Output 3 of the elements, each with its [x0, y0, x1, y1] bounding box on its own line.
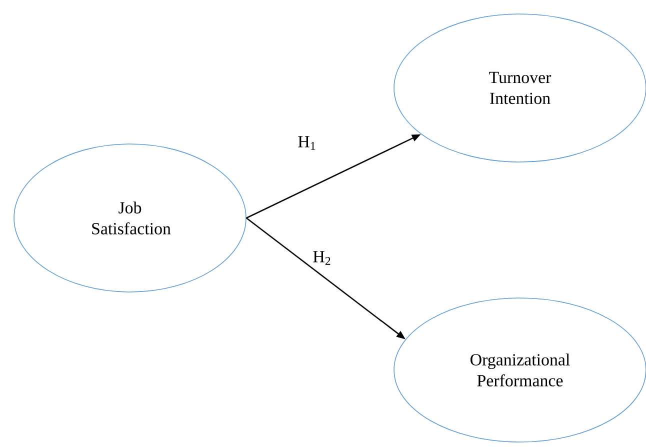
edge-label: H$_{2}$: [313, 251, 330, 265]
ellipse-node: Job Satisfaction: [14, 144, 246, 292]
edge-label: H$_{1}$: [298, 136, 316, 150]
